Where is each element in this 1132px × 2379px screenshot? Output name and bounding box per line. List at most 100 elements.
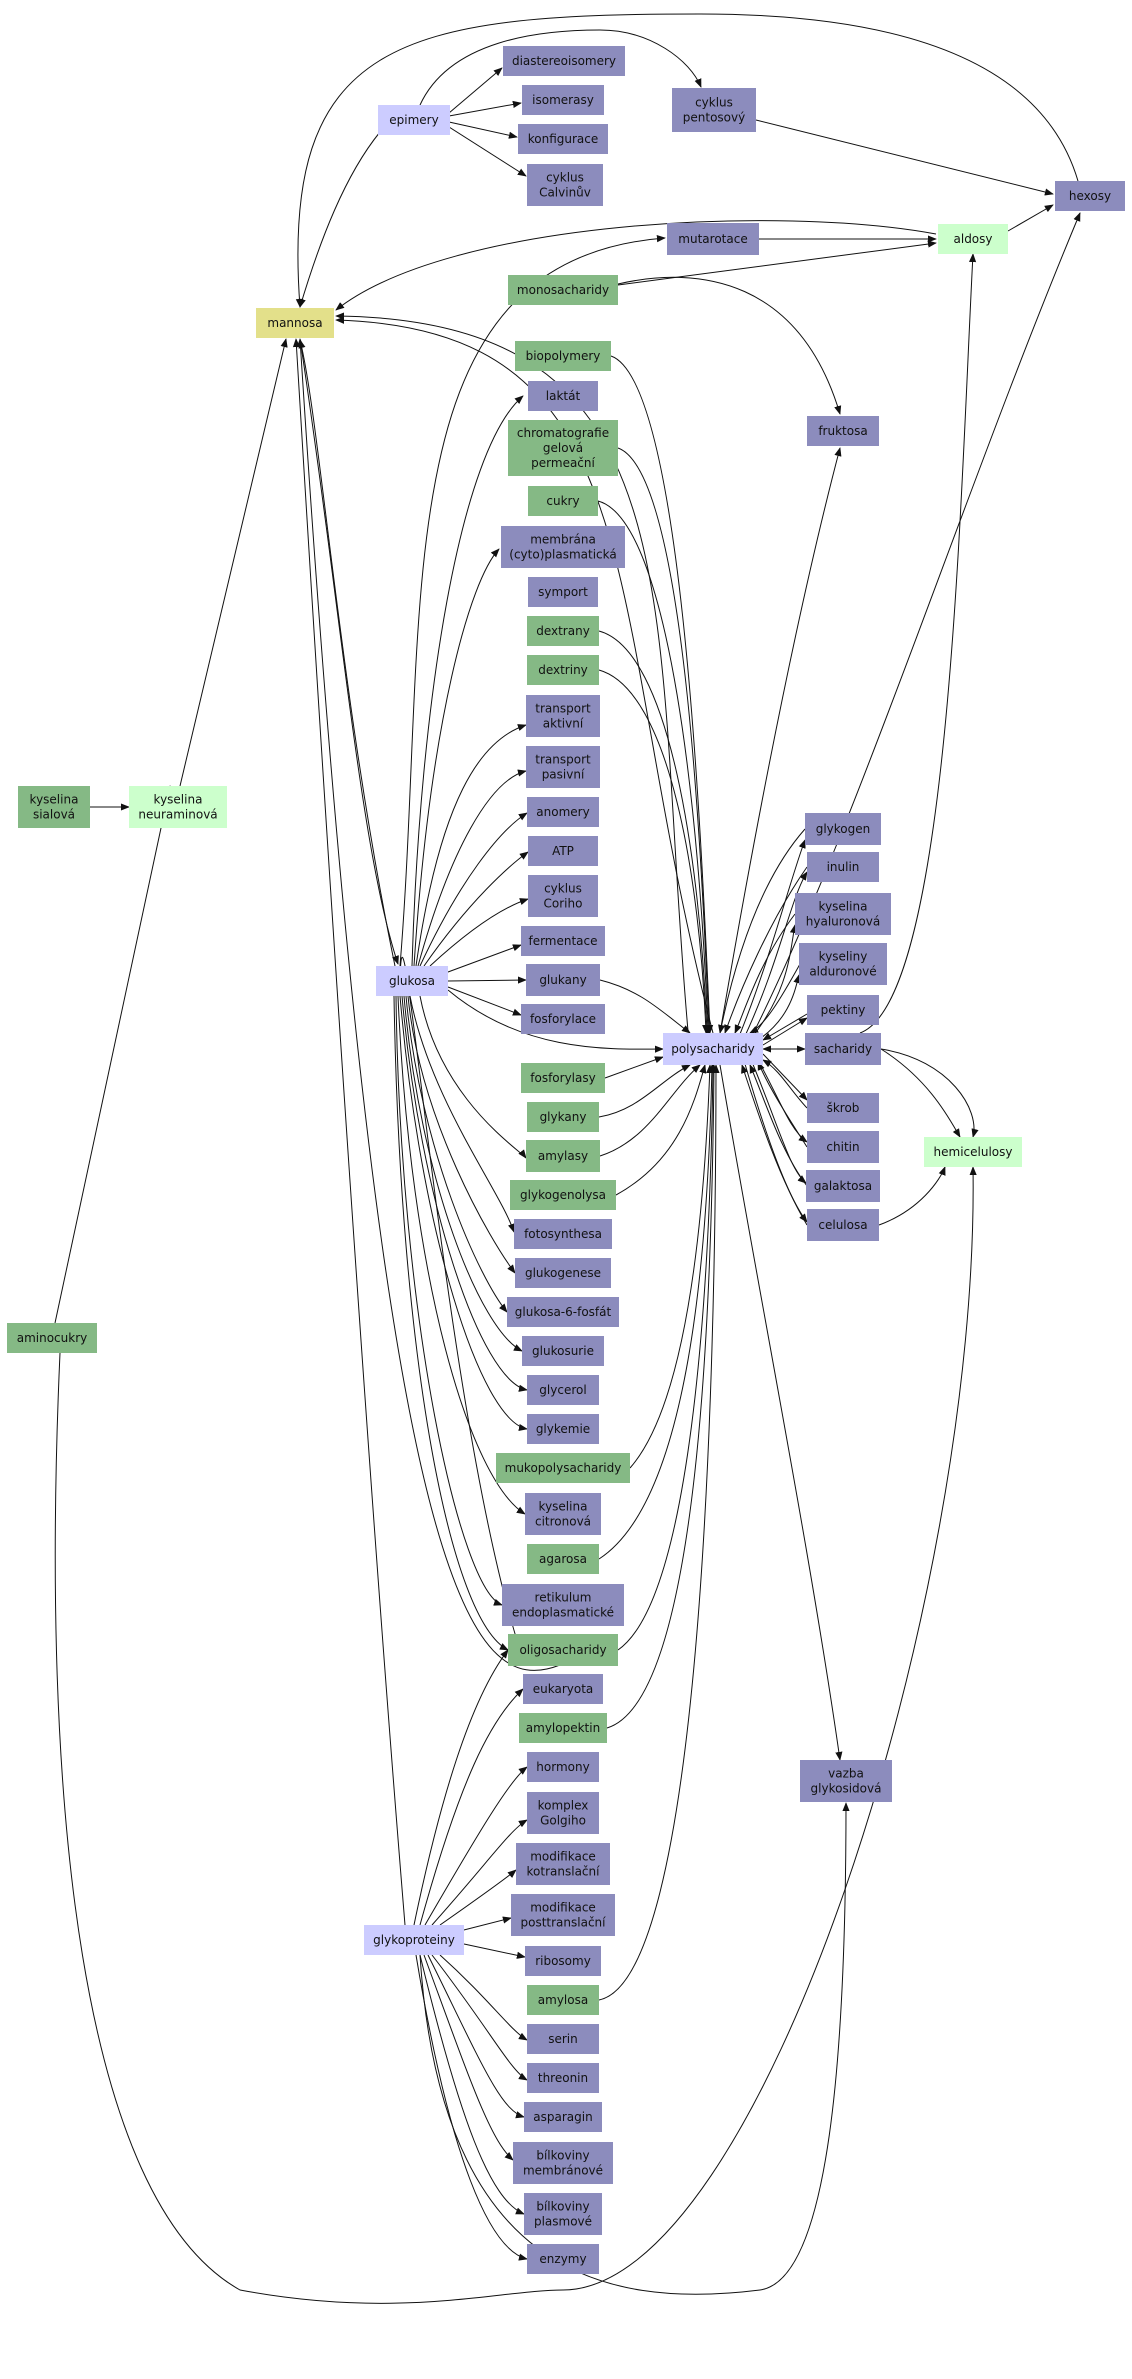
node-label: kyselina <box>819 900 868 914</box>
edge-2 <box>448 67 503 114</box>
node-label: sialová <box>33 808 75 822</box>
node-label: glukany <box>539 973 586 987</box>
edge-22 <box>419 812 528 967</box>
node-label: citronová <box>535 1515 591 1529</box>
edge-16 <box>335 312 689 1032</box>
edge-71 <box>749 963 801 1034</box>
node-box <box>508 275 618 305</box>
edge-25 <box>447 944 522 973</box>
node-label: cyklus <box>544 882 582 896</box>
edge-42 <box>597 500 712 1034</box>
edge-68 <box>718 828 806 1034</box>
node-fosforylasy: fosforylasy <box>521 1063 605 1093</box>
node-box <box>527 2024 599 2054</box>
edge-56 <box>749 212 1081 1041</box>
node-diastereoisomery: diastereoisomery <box>503 46 625 76</box>
node-label: cyklus <box>695 96 733 110</box>
node-symport: symport <box>528 577 598 607</box>
node-label: membránové <box>523 2164 603 2178</box>
node-box <box>806 1170 880 1202</box>
node-box <box>807 416 879 446</box>
node-label: kotranslační <box>527 1865 601 1879</box>
node-serin: serin <box>527 2024 599 2054</box>
node-box <box>518 124 608 154</box>
node-biopolymery: biopolymery <box>515 341 611 371</box>
node-agarosa: agarosa <box>527 1544 599 1574</box>
node-box <box>528 486 598 516</box>
edge-78 <box>880 1048 979 1138</box>
edge-99 <box>292 338 406 1926</box>
edge-55 <box>719 447 842 1034</box>
node-box <box>527 1985 599 2015</box>
edge-28 <box>419 995 527 1159</box>
edge-23 <box>423 851 529 967</box>
edge-1 <box>298 131 381 308</box>
node-label: komplex <box>538 1799 589 1813</box>
edge-48 <box>615 1064 707 1196</box>
node-box <box>501 526 625 568</box>
node-glukosa6fosfat: glukosa-6-fosfát <box>507 1297 619 1327</box>
node-box <box>795 893 891 935</box>
node-label: posttranslační <box>521 1916 607 1930</box>
edge-54 <box>335 316 714 1034</box>
node-label: celulosa <box>818 1218 867 1232</box>
node-label: chromatografie <box>517 426 609 440</box>
node-label: glykogenolysa <box>520 1188 606 1202</box>
edge-100 <box>296 338 561 1671</box>
node-glykany: glykany <box>527 1102 599 1132</box>
node-celulosa: celulosa <box>807 1209 879 1241</box>
edge-75 <box>757 1061 808 1148</box>
node-oligosacharidy: oligosacharidy <box>508 1634 618 1666</box>
node-label: symport <box>538 585 588 599</box>
edge-86 <box>413 1649 509 1926</box>
node-label: aminocukry <box>17 1331 88 1345</box>
node-label: fotosynthesa <box>524 1227 602 1241</box>
node-label: galaktosa <box>814 1179 872 1193</box>
node-label: fosforylasy <box>530 1071 595 1085</box>
node-label: hormony <box>536 1760 589 1774</box>
node-box <box>528 836 598 866</box>
edge-84 <box>54 785 172 1324</box>
node-box <box>514 1219 612 1249</box>
edge-58 <box>744 871 808 1037</box>
node-label: amylopektin <box>526 1721 600 1735</box>
edge-66 <box>744 1063 808 1223</box>
node-label: kyselina <box>539 1500 588 1514</box>
node-label: kyselina <box>154 793 203 807</box>
edge-33 <box>401 995 528 1392</box>
edge-93 <box>439 1954 528 2041</box>
node-box <box>800 1760 892 1802</box>
node-cukry: cukry <box>528 486 598 516</box>
node-label: aktivní <box>543 717 584 731</box>
node-glycerol: glycerol <box>527 1375 599 1405</box>
node-fotosynthesa: fotosynthesa <box>514 1219 612 1249</box>
node-sacharidy: sacharidy <box>805 1033 881 1065</box>
node-box <box>524 2102 602 2132</box>
node-label: agarosa <box>539 1552 587 1566</box>
node-label: fermentace <box>528 934 597 948</box>
node-box <box>528 381 598 411</box>
edge-89 <box>431 1819 528 1926</box>
node-label: glukogenese <box>525 1266 601 1280</box>
edge-40 <box>610 355 714 1034</box>
node-box <box>525 1493 601 1535</box>
node-label: serin <box>548 2032 578 2046</box>
edge-52 <box>606 1064 718 1729</box>
node-hemicelulosy: hemicelulosy <box>924 1137 1022 1167</box>
node-box <box>364 1925 464 1955</box>
edge-88 <box>424 1766 528 1926</box>
node-glykogen: glykogen <box>805 813 881 845</box>
node-label: retikulum <box>535 1591 592 1605</box>
node-label: glukosa <box>389 974 435 988</box>
node-label: glukosurie <box>532 1344 594 1358</box>
node-box <box>376 966 448 996</box>
node-label: ATP <box>552 844 574 858</box>
node-box <box>511 1894 615 1936</box>
node-box <box>807 1093 879 1123</box>
edge-53 <box>598 1064 720 2001</box>
node-label: glycerol <box>539 1383 586 1397</box>
